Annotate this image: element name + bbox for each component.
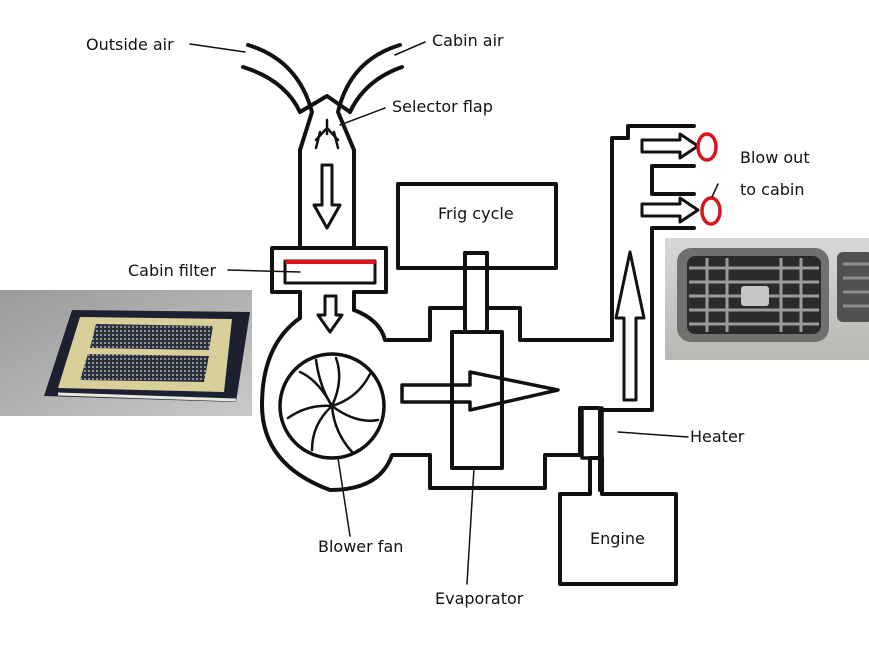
engine-box (558, 456, 678, 586)
filter-down-arrow (316, 294, 344, 334)
cabin-filter-photo (0, 290, 252, 416)
upper-duct (485, 136, 630, 342)
blow-out-arrow-lower (640, 196, 700, 224)
vent-slats (689, 258, 819, 332)
label-blow-out-line1: Blow out (740, 148, 810, 167)
blower-housing-outer (260, 316, 600, 492)
evaporator-flow-arrow (400, 370, 560, 412)
frig-cycle-pipe (463, 251, 489, 334)
label-cabin-air: Cabin air (432, 31, 504, 50)
label-evaporator: Evaporator (435, 589, 524, 608)
label-selector-flap: Selector flap (392, 97, 493, 116)
label-heater: Heater (690, 427, 745, 446)
selector-flap (314, 118, 340, 150)
blower-fan (278, 352, 386, 460)
intake-junction (298, 94, 352, 114)
dashboard-vent-photo (665, 238, 869, 360)
vent-knob (741, 286, 769, 306)
vent-outlet-circle-upper (696, 132, 718, 162)
filter-box-left (270, 246, 302, 294)
filter-box-right (352, 246, 388, 294)
vent-outlet-circle-lower (700, 196, 722, 226)
evaporator-core (450, 330, 504, 470)
blow-out-arrow-upper (640, 132, 700, 160)
blower-housing-upper (352, 306, 467, 342)
filter-mesh-bottom (80, 354, 209, 382)
label-outside-air: Outside air (86, 35, 174, 54)
cabin-air-duct-outer (336, 43, 402, 250)
second-vent (837, 252, 869, 322)
outside-air-duct-outer (246, 43, 314, 250)
leader-lines (189, 41, 719, 585)
vent-divider (650, 164, 696, 196)
label-blow-out-line2: to cabin (740, 180, 805, 199)
dashboard-vent-photo-drawing (665, 238, 869, 360)
label-engine: Engine (590, 529, 645, 548)
label-cabin-filter: Cabin filter (128, 261, 217, 280)
cabin-filter-photo-drawing (0, 290, 252, 416)
cabin-air-duct-inner (348, 65, 404, 114)
label-blower-fan: Blower fan (318, 537, 404, 556)
frig-cycle-box (396, 182, 558, 270)
heater-duct (598, 226, 696, 492)
label-frig-cycle: Frig cycle (438, 204, 514, 223)
filter-mesh-top (90, 324, 213, 350)
blower-fan-blades (286, 356, 380, 454)
intake-down-arrow (312, 163, 342, 230)
heater-up-arrow (614, 250, 646, 402)
outside-air-duct-inner (241, 65, 302, 114)
